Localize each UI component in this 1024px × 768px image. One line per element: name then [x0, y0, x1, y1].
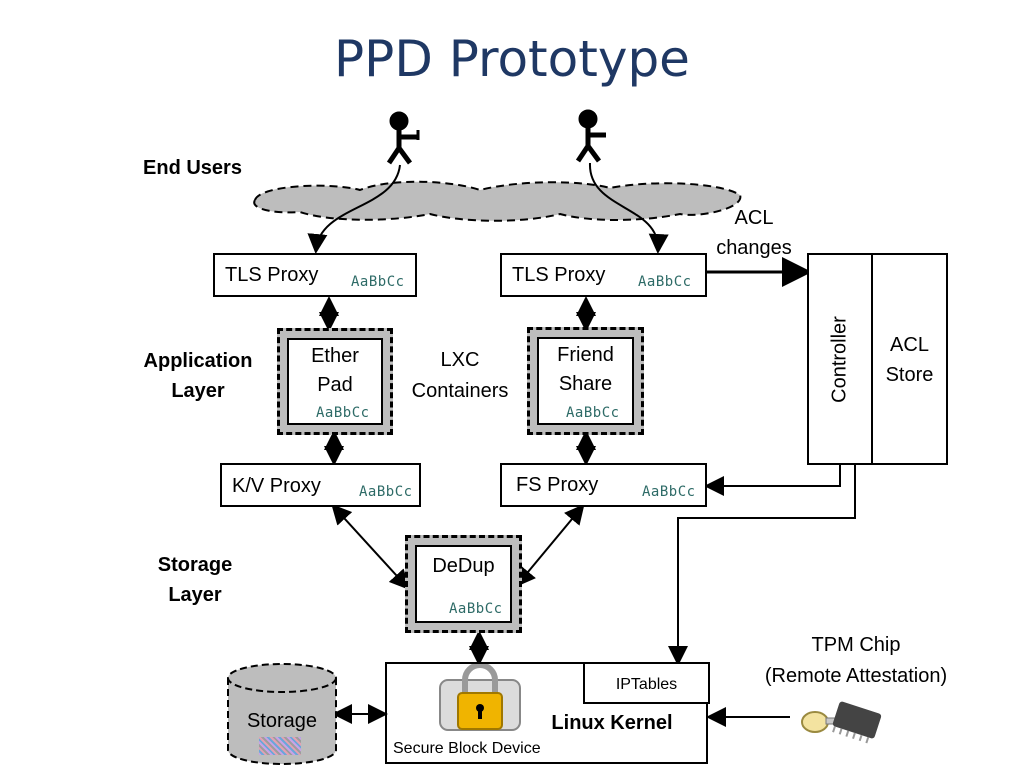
etherpad-label-line2: Pad: [317, 374, 353, 396]
tls-proxy-right: TLS Proxy AaBbCc: [500, 253, 707, 297]
acl-store-label-line1: ACL: [890, 334, 929, 356]
padlock-icon: [439, 662, 521, 731]
tls-proxy-left: TLS Proxy AaBbCc: [213, 253, 417, 297]
dedup-box: DeDup AaBbCc: [415, 545, 512, 623]
linux-kernel-box: IPTables Linux Kernel Secure Block Devic…: [385, 662, 710, 764]
friendshare-container: Friend Share AaBbCc: [527, 327, 644, 435]
storage-cylinder-icon: [227, 663, 337, 765]
secure-block-device-label: Secure Block Device: [393, 740, 541, 757]
etherpad-box: Ether Pad AaBbCc: [287, 338, 383, 425]
encrypted-noise-icon: [259, 737, 301, 755]
style-badge: AaBbCc: [566, 405, 620, 421]
tls-proxy-left-label: TLS Proxy: [225, 264, 319, 286]
end-users-label: End Users: [143, 157, 242, 179]
friendshare-label-line2: Share: [558, 373, 613, 395]
dedup-label: DeDup: [432, 555, 495, 577]
friendshare-label-line1: Friend: [557, 344, 614, 366]
style-badge: AaBbCc: [316, 405, 370, 421]
controller-box: Controller: [807, 253, 873, 465]
kv-proxy-label: K/V Proxy: [232, 475, 321, 497]
dedup-container: DeDup AaBbCc: [405, 535, 522, 633]
etherpad-label-line1: Ether: [311, 345, 359, 367]
lxc-label-line2: Containers: [411, 380, 509, 402]
style-badge: AaBbCc: [359, 484, 413, 500]
acl-store-box: ACL Store: [871, 253, 948, 465]
iptables-box: IPTables: [583, 662, 710, 704]
linux-kernel-label: Linux Kernel: [551, 712, 673, 734]
iptables-label: IPTables: [615, 676, 678, 693]
tls-proxy-right-label: TLS Proxy: [512, 264, 606, 286]
tpm-label-line2: (Remote Attestation): [764, 665, 948, 687]
lxc-label-line1: LXC: [440, 349, 480, 371]
kv-proxy: K/V Proxy AaBbCc: [220, 463, 421, 507]
cloud-icon: [253, 180, 742, 222]
style-badge: AaBbCc: [638, 274, 692, 290]
acl-changes-label-line1: ACL: [734, 207, 774, 229]
storage-label: Storage: [246, 710, 318, 732]
fs-proxy: FS Proxy AaBbCc: [500, 463, 707, 507]
stick-figure-icon: [386, 111, 420, 165]
chip-icon: [832, 701, 882, 744]
acl-changes-label-line2: changes: [716, 237, 792, 259]
page-title: PPD Prototype: [334, 30, 690, 88]
style-badge: AaBbCc: [449, 601, 503, 617]
fs-proxy-label: FS Proxy: [516, 474, 599, 496]
application-layer-label-line1: Application: [143, 350, 253, 372]
stick-figure-icon: [575, 109, 606, 163]
etherpad-container: Ether Pad AaBbCc: [277, 328, 393, 435]
acl-store-label-line2: Store: [885, 364, 934, 386]
application-layer-label-line2: Layer: [171, 380, 225, 402]
tpm-label-line1: TPM Chip: [811, 634, 901, 656]
style-badge: AaBbCc: [642, 484, 696, 500]
storage-layer-label-line2: Layer: [168, 584, 222, 606]
style-badge: AaBbCc: [351, 274, 405, 290]
controller-label: Controller: [828, 316, 851, 403]
friendshare-box: Friend Share AaBbCc: [537, 337, 634, 425]
storage-layer-label-line1: Storage: [157, 554, 233, 576]
